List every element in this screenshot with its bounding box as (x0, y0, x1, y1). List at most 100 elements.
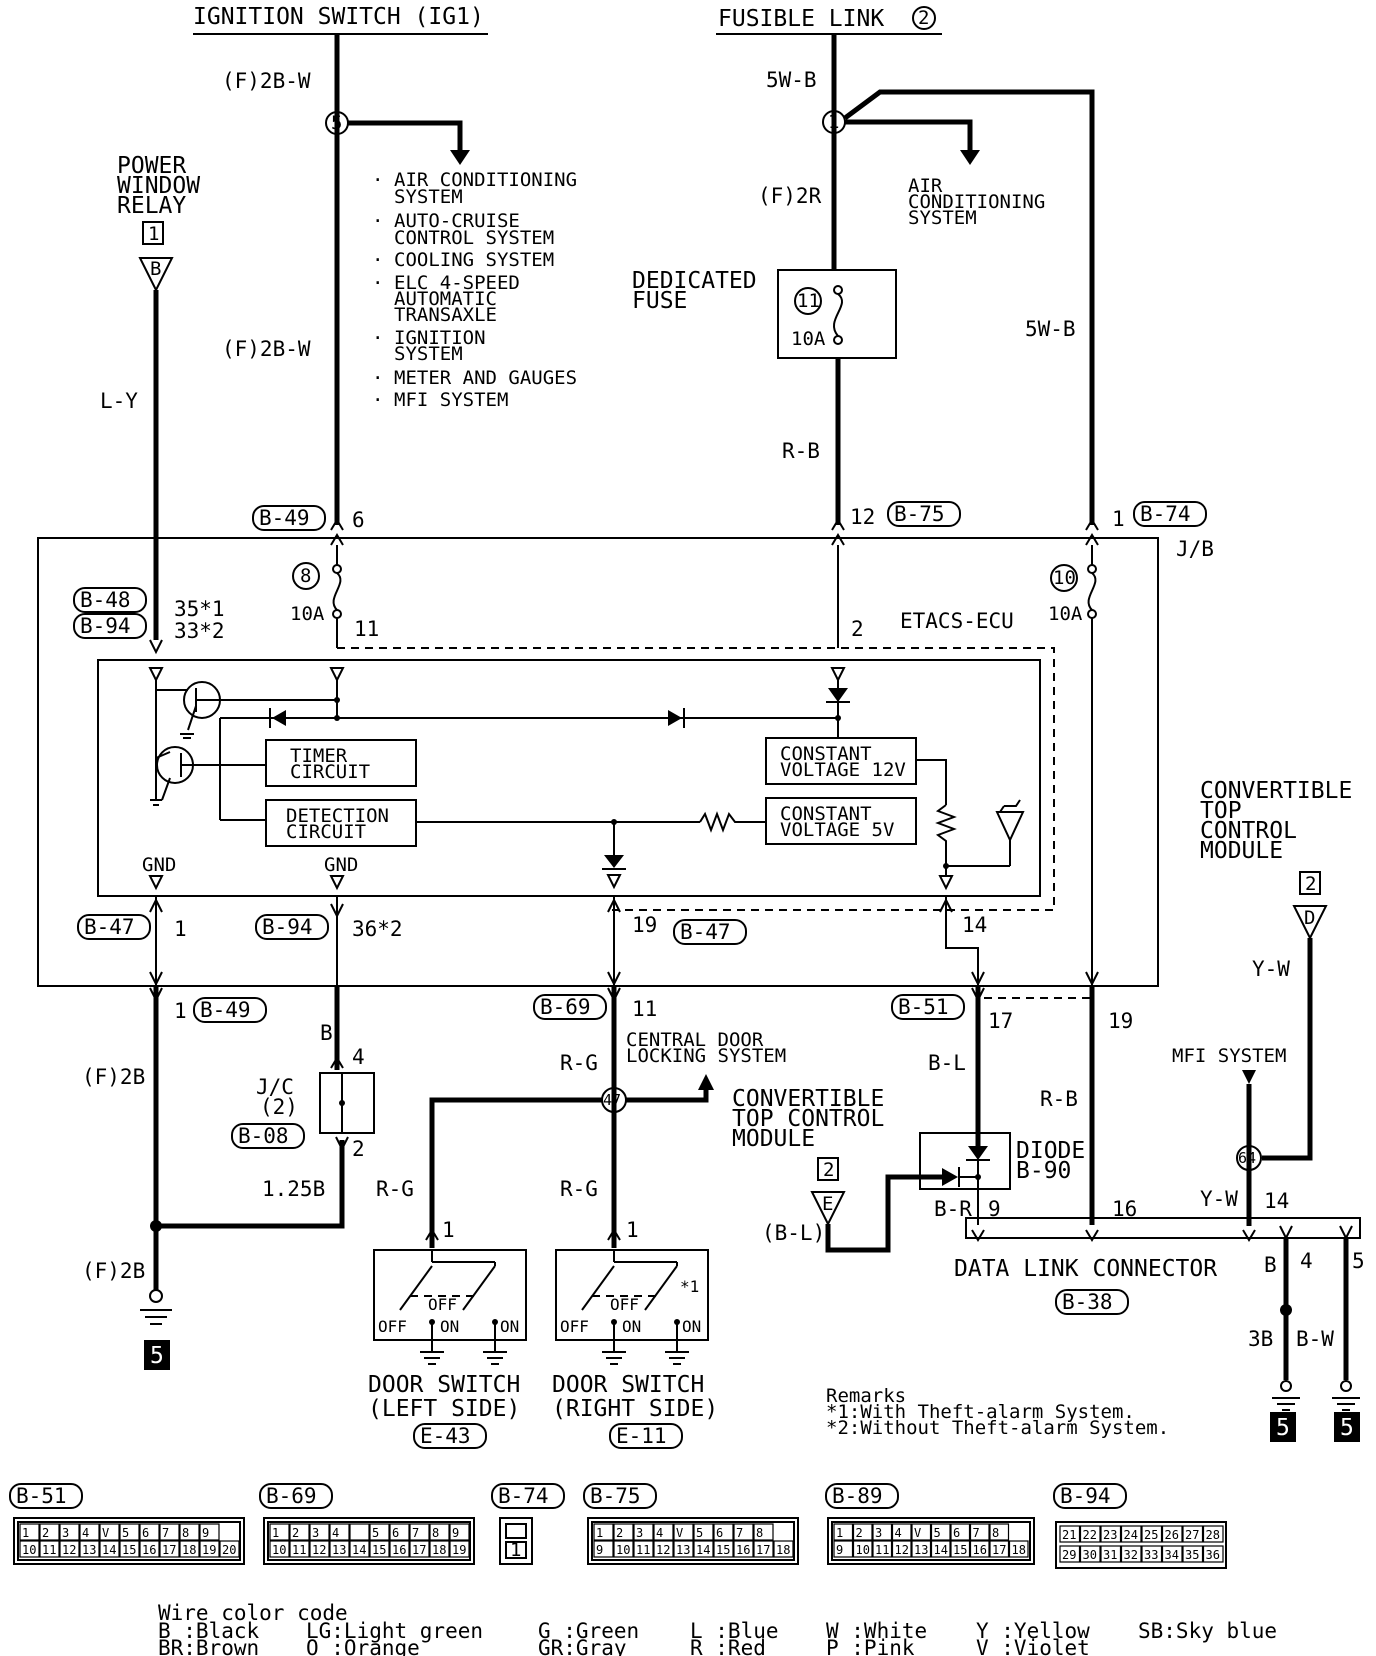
svg-text:AIR CONDITIONING: AIR CONDITIONING (394, 169, 577, 191)
conn-b94-top (73, 613, 147, 639)
door-left-off: OFF (428, 1295, 457, 1314)
door-left-wire (429, 1097, 602, 1248)
svg-text:CONVERTIBLE: CONVERTIBLE (732, 1086, 884, 1112)
connector-pin-label: 18 (182, 1543, 196, 1557)
conn-b47-mid-label: B-47 (680, 920, 731, 944)
pin-36: 36*2 (352, 917, 403, 941)
conn-b48 (73, 587, 147, 613)
svg-text:*2:Without Theft-alarm System.: *2:Without Theft-alarm System. (826, 1417, 1169, 1439)
svg-text:ELC 4-SPEED: ELC 4-SPEED (394, 272, 520, 294)
connector-pin-label: 11 (292, 1543, 306, 1557)
connector-pin-cell (969, 1540, 990, 1558)
svg-text:Y :Yellow: Y :Yellow (976, 1619, 1090, 1643)
connector-pin-label: 8 (432, 1526, 439, 1540)
cv12-line2: VOLTAGE 12V (780, 759, 906, 781)
connector-pin-cell (673, 1540, 694, 1558)
connector-pin-cell (693, 1540, 714, 1558)
conn-b48-label: B-48 (80, 588, 131, 612)
connector-pin-cell (1120, 1545, 1142, 1563)
connector-pin-label: 16 (392, 1543, 406, 1557)
connector-pin-label: 29 (1062, 1548, 1076, 1562)
connector-pin-label: 3 (62, 1526, 69, 1540)
connector-pin-label: 10 (22, 1543, 36, 1557)
conn-b74 (1133, 501, 1207, 527)
conn-e43 (413, 1423, 487, 1449)
door-left-switch-arm2 (462, 1265, 496, 1311)
ground-left-num: 5 (150, 1343, 164, 1369)
connector-pin-label: 9 (836, 1543, 843, 1557)
door-switch-right-box (555, 1249, 709, 1341)
connector-pin-label: 12 (656, 1543, 670, 1557)
detection-line1: DETECTION (286, 805, 389, 827)
connector-pin-cell (409, 1523, 430, 1541)
connector-pin-cell (179, 1540, 200, 1558)
connector-pin-label: 9 (452, 1526, 459, 1540)
connector-b75: B-75 (583, 1483, 799, 1565)
jc-label: J/C (256, 1075, 294, 1099)
connector-pin-label: 2 (616, 1526, 623, 1540)
connector-pin-label: 10 (616, 1543, 630, 1557)
jb-box (37, 537, 1159, 987)
connector-pin-cell (329, 1540, 350, 1558)
connector-pin-label: 13 (332, 1543, 346, 1557)
gnd1-label: GND (142, 854, 176, 876)
connector-pin-cell (891, 1540, 912, 1558)
connector-pin-label: 18 (1012, 1543, 1026, 1557)
connector-pin-label: 19 (202, 1543, 216, 1557)
connector-pin-label: 12 (62, 1543, 76, 1557)
connector-pin-cell (199, 1523, 220, 1541)
dedicated-fuse-num: 11 (797, 290, 820, 312)
connector-pin-label: 2 (292, 1526, 299, 1540)
connector-pin-label: 11 (636, 1543, 650, 1557)
connector-pin-label: 7 (412, 1526, 419, 1540)
connector-pin-label: 2 (856, 1526, 863, 1540)
connector-pin-cell (950, 1523, 971, 1541)
conv-top-right-num: 2 (1305, 873, 1316, 895)
door-right-label: DOOR SWITCH (RIGHT SIDE) (552, 1372, 718, 1422)
splice-mfi (1236, 1145, 1262, 1171)
wire-f2b-left: (F)2B (82, 1065, 145, 1089)
conv-top-right-pin: D (1304, 907, 1315, 929)
pin-19-in: 19 (632, 913, 657, 937)
connector-pin-cell (39, 1523, 60, 1541)
conn-b08-label: B-08 (238, 1124, 289, 1148)
connector-b74: B-74 1 (491, 1483, 565, 1565)
connector-pin-cell (1182, 1545, 1204, 1563)
zener-diode (995, 811, 1025, 843)
connector-pin-label: 8 (182, 1526, 189, 1540)
connector-pin-cell (989, 1523, 1010, 1541)
dlc-pin14: 14 (1264, 1189, 1289, 1213)
connector-pin-cell (773, 1540, 794, 1558)
connector-pin-cell (139, 1540, 160, 1558)
connector-pin-label: 36 (1206, 1548, 1220, 1562)
connector-pin-cell (159, 1523, 180, 1541)
wire-rg-center: R-G (560, 1051, 598, 1075)
conn-b94-bot (255, 914, 329, 940)
conv-right-wire (1262, 938, 1313, 1161)
conn-b47-mid (673, 919, 747, 945)
svg-text:Remarks: Remarks (826, 1385, 906, 1407)
svg-text:Wire color code: Wire color code (158, 1601, 348, 1625)
fusible-link-circle (912, 6, 936, 30)
svg-text:·: · (372, 389, 383, 411)
wire-5wb-right: 5W-B (1025, 317, 1076, 341)
wire-3b: 3B (1248, 1327, 1273, 1351)
cv12-line1: CONSTANT (780, 743, 872, 765)
connector-pin-cell (449, 1523, 470, 1541)
mfi-arrow (1242, 1070, 1256, 1084)
ecu-inner-box (97, 659, 1041, 897)
conn-e43-label: E-43 (420, 1424, 471, 1448)
connector-pin-label: 4 (895, 1526, 902, 1540)
connector-pin-cell (309, 1523, 330, 1541)
wire-f2r: (F)2R (758, 184, 822, 208)
connector-pin-label: 2 (42, 1526, 49, 1540)
pin-11-in: 11 (354, 617, 379, 641)
svg-text:BR:Brown: BR:Brown (158, 1636, 259, 1656)
connector-pin-label: 26 (1165, 1528, 1179, 1542)
pin-1-top: 1 (1112, 507, 1125, 531)
dlc-pin5: 5 (1352, 1249, 1365, 1273)
pin-17: 17 (988, 1009, 1013, 1033)
connector-pin-label: 34 (1165, 1548, 1179, 1562)
connector-pin-cell (911, 1540, 932, 1558)
svg-text:CONVERTIBLE: CONVERTIBLE (1200, 778, 1352, 804)
